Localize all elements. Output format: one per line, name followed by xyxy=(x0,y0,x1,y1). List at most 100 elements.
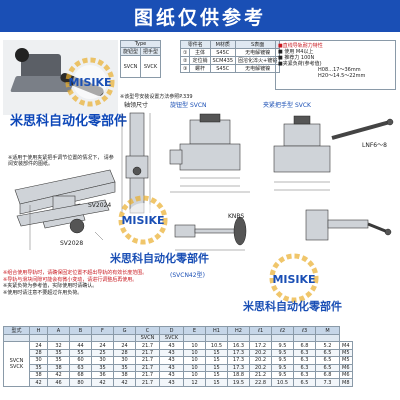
dim-cell: 20.2 xyxy=(249,356,272,365)
watermark-brand: MISIKE xyxy=(272,272,316,286)
dim-cell: 21.7 xyxy=(135,370,160,380)
spec-cell: 螺杆 xyxy=(189,64,211,73)
spec-header-surface: S表面 xyxy=(235,40,281,49)
dim-cell: 42 xyxy=(47,370,70,380)
dim-cell: 43 xyxy=(159,370,184,380)
dim-cell: 30 xyxy=(91,356,114,365)
dim-cell: 28 xyxy=(113,348,136,358)
dim-cell: 6.8 xyxy=(315,370,340,380)
spec-cell: ① xyxy=(179,48,191,57)
sv2024-label: SV2024 xyxy=(88,202,112,209)
dim-header-cell: ℓ3 xyxy=(293,326,316,335)
spec-cell: 定位销 xyxy=(189,56,211,65)
dim-cell: 24 xyxy=(91,341,114,350)
dim-cell: 6.5 xyxy=(315,363,340,372)
dim-subheader-cell xyxy=(315,333,340,343)
dim-cell: 9.5 xyxy=(271,356,294,365)
knbs-label: KNBS xyxy=(228,213,245,220)
note-line: ※使用时请注意不要超过许用负荷。 xyxy=(3,289,83,296)
watermark-brand: MISIKE xyxy=(121,213,165,227)
dim-subheader-cell: SVCN xyxy=(135,333,160,343)
dim-cell: 42 xyxy=(113,378,136,387)
type-code-handle: SVCK xyxy=(140,55,162,78)
watermark-company: 米思科自动化零部件 xyxy=(243,300,342,313)
spec-cell: 无电解镀镍 xyxy=(235,48,281,57)
dim-cell: 60 xyxy=(69,356,92,365)
dim-cell: 38 xyxy=(113,370,136,380)
info-line: H20～14.5～22mm xyxy=(318,73,366,79)
dim-cell: 25 xyxy=(91,348,114,358)
dim-cell: 38 xyxy=(29,370,48,380)
handle-detail-drawing xyxy=(305,209,392,241)
dim-cell: 10 xyxy=(183,348,206,358)
dim-cell: 9.5 xyxy=(271,341,294,350)
dim-cell: 15 xyxy=(205,370,228,380)
info-line: H08…17～36mm xyxy=(318,67,361,73)
knob-detail-drawing xyxy=(174,216,247,251)
dim-header-cell: H xyxy=(29,326,48,335)
type-col-handle: 把手型 xyxy=(140,47,162,56)
dim-cell: 15 xyxy=(205,348,228,358)
spec-header-part: 零件名 xyxy=(180,40,211,49)
dim-cell: 7.3 xyxy=(315,378,340,387)
dim-cell: 6.5 xyxy=(315,348,340,358)
dim-cell: 68 xyxy=(69,370,92,380)
spec-cell: SCM435 xyxy=(209,56,237,65)
dim-cell: 46 xyxy=(47,378,70,387)
dim-cell: 21.7 xyxy=(135,378,160,387)
dim-cell: 32 xyxy=(47,341,70,350)
spec-cell: S45C xyxy=(209,48,237,57)
dim-cell: 9.5 xyxy=(271,363,294,372)
type-code-knob: SVCN xyxy=(119,55,142,78)
dim-cell: 35 xyxy=(47,356,70,365)
dim-cell: 6.3 xyxy=(293,348,316,358)
dim-header-cell: 型式 xyxy=(3,326,30,335)
dim-cell: 18.8 xyxy=(227,370,250,380)
dim-subheader-cell xyxy=(293,333,316,343)
dim-cell: 35 xyxy=(113,363,136,372)
dim-cell: 21.7 xyxy=(135,341,160,350)
dim-cell: 6.5 xyxy=(293,378,316,387)
dim-header-cell: H1 xyxy=(205,326,228,335)
dim-cell: 22.8 xyxy=(249,378,272,387)
dim-cell: 19.5 xyxy=(227,378,250,387)
dim-cell: 30 xyxy=(29,356,48,365)
dim-cell: 15 xyxy=(205,356,228,365)
dim-subheader-cell xyxy=(271,333,294,343)
dim-cell: 21.7 xyxy=(135,348,160,358)
dim-cell: 10 xyxy=(183,356,206,365)
material-spec-table: 零件名 M材质 S表面 ① 主体 S45C 无电解镀镍 ② 定位销 SCM435… xyxy=(179,40,281,73)
dim-header-cell: F xyxy=(91,326,114,335)
dim-cell: 20.2 xyxy=(249,363,272,372)
dim-cell: 43 xyxy=(159,341,184,350)
dim-cell: 21.2 xyxy=(249,370,272,380)
sv2028-label: SV2028 xyxy=(60,240,84,247)
clamp-load-info-box: ■直线导轨耐力特性 ■ 使用 M4以上 ■ 推荐力 100N ■夹紧负荷(参考值… xyxy=(275,40,396,90)
watermark-company: 米思科自动化零部件 xyxy=(10,114,128,129)
dim-cell: 35 xyxy=(91,363,114,372)
dim-header-cell: C xyxy=(135,326,160,335)
dim-cell: 44 xyxy=(69,341,92,350)
dim-cell: M5 xyxy=(339,356,353,365)
info-line: ■ 使用 M4以上 xyxy=(278,49,314,55)
dim-cell: 42 xyxy=(91,378,114,387)
dim-subheader-cell xyxy=(47,333,70,343)
dim-cell: 17.3 xyxy=(227,363,250,372)
dim-cell: M5 xyxy=(339,348,353,358)
watermark-brand: MISIKE xyxy=(68,75,112,89)
handle-type-drawing xyxy=(273,115,394,191)
dim-subheader-cell: SVCK xyxy=(159,333,184,343)
dim-cell: 15 xyxy=(205,378,228,387)
dim-cell: 43 xyxy=(159,363,184,372)
dim-cell: 10 xyxy=(183,370,206,380)
dim-header-cell: H2 xyxy=(227,326,250,335)
type-table: Type 旋钮型 把手型 SVCN SVCK xyxy=(119,40,162,78)
install-reference: ※该型号安装设置方法参照P.339 xyxy=(120,94,193,100)
dim-cell: 10 xyxy=(183,363,206,372)
dim-cell: 15 xyxy=(205,363,228,372)
spec-header-material: M材质 xyxy=(209,40,237,49)
dim-cell: 80 xyxy=(69,378,92,387)
